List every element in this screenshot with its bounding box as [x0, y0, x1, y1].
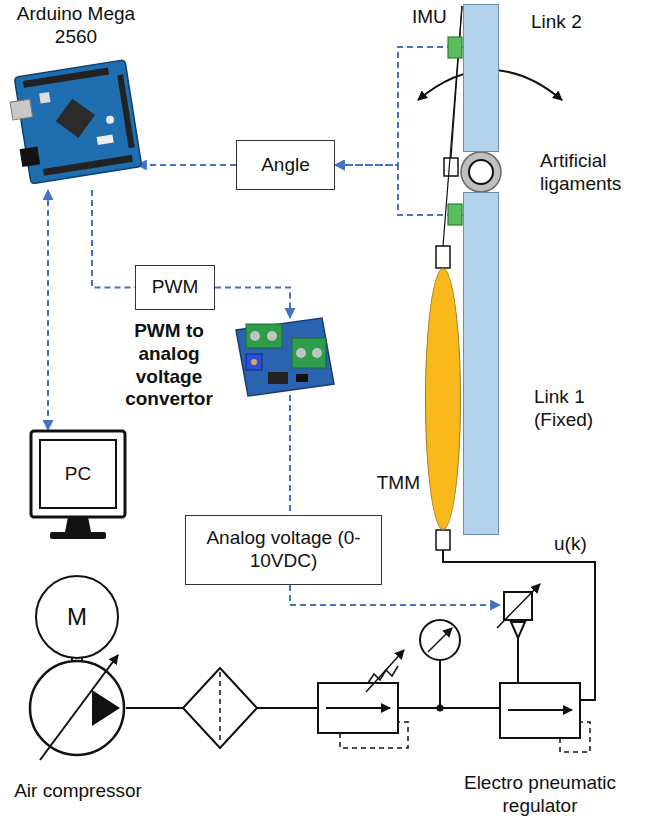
sensor-label: IMU	[412, 6, 462, 29]
pump-circle	[30, 661, 124, 755]
convertor-module: PWM to analog voltage convertor	[235, 318, 335, 395]
pump-triangle	[92, 690, 120, 726]
junction-dot	[437, 705, 444, 712]
potentiometer-knob	[251, 359, 257, 365]
muscle-actuator: TMM	[425, 268, 461, 530]
actuator-triangle	[511, 622, 525, 638]
pin-header	[23, 68, 109, 88]
gauge-needle	[428, 628, 452, 652]
part-label: TMM	[368, 472, 420, 495]
part-label: PWM to analog voltage convertor	[109, 320, 229, 411]
actuator-stem	[517, 638, 519, 683]
compressor-symbol	[30, 655, 124, 760]
gauge-line	[439, 660, 441, 708]
part-label: Arduino Mega 2560	[15, 3, 137, 49]
signal-box: PWM	[135, 265, 215, 310]
usb-port	[10, 99, 33, 120]
node-label: Angle	[261, 154, 310, 177]
variable-arrow	[40, 655, 118, 760]
signal-line	[215, 288, 290, 319]
signal-line	[289, 395, 291, 515]
board-pcb	[14, 60, 142, 184]
monitor-screen	[40, 440, 116, 508]
flow-arrow	[326, 707, 390, 709]
muscle-end-cap	[436, 530, 450, 550]
controller-board: Arduino Mega 2560	[15, 55, 137, 190]
pc-monitor: PC	[30, 430, 126, 518]
terminal-screw	[267, 331, 277, 341]
muscle-end-cap	[436, 246, 450, 268]
ligament-ring	[461, 152, 501, 192]
signal-line	[137, 164, 236, 166]
monitor-neck	[65, 517, 91, 532]
pilot-line	[560, 722, 590, 752]
signal-line	[335, 47, 463, 165]
board-pcb	[236, 318, 334, 396]
terminal-screw	[250, 331, 260, 341]
filter-element	[219, 672, 221, 744]
valve-body	[318, 683, 398, 733]
terminal-screw	[296, 348, 306, 358]
terminal-block	[292, 338, 326, 368]
power-jack	[20, 147, 41, 168]
electro-pneumatic-regulator: Electro pneumatic regulator	[500, 588, 580, 750]
flow-arrow	[508, 709, 572, 711]
part-label: Link 1 (Fixed)	[534, 386, 634, 432]
part-label: Electro pneumatic regulator	[435, 772, 645, 818]
reset-button	[39, 92, 50, 103]
node-label: Analog voltage (0-10VDC)	[196, 527, 371, 573]
motor-circle: M	[35, 575, 119, 659]
monitor-bezel	[31, 431, 125, 517]
electro-regulator-symbol	[497, 584, 590, 752]
convertor-board	[236, 318, 334, 396]
node-label: M	[67, 603, 87, 632]
signal-line	[47, 190, 49, 430]
arduino-board	[6, 60, 141, 185]
spring	[368, 666, 398, 683]
signal-box: Angle	[236, 140, 335, 190]
valve-body	[500, 683, 580, 738]
signal-line	[92, 190, 135, 288]
part-label: Link 2	[531, 11, 611, 34]
monitor-base	[50, 532, 106, 539]
signal-label: u(k)	[552, 533, 589, 556]
adjust-arrow	[366, 650, 404, 692]
pin-header	[43, 155, 133, 176]
board-component	[97, 135, 114, 145]
part-label: Air compressor	[3, 780, 153, 803]
filter-diamond	[183, 668, 257, 748]
filter-symbol	[183, 668, 257, 748]
part-label: Artificial ligaments	[540, 150, 645, 196]
terminal-block	[246, 324, 282, 348]
signal-box: Analog voltage (0-10VDC)	[185, 515, 382, 585]
pressure-regulator-symbol	[318, 650, 408, 748]
air-compressor: Air compressorM	[28, 572, 126, 762]
board-component	[105, 115, 114, 124]
potentiometer	[246, 354, 262, 370]
gauge-dial	[420, 620, 460, 660]
microcontroller-chip	[56, 99, 95, 138]
link-bar: Link 1 (Fixed)	[463, 192, 499, 535]
jumper	[296, 374, 308, 382]
pressure-gauge	[420, 620, 460, 712]
air-line	[443, 530, 595, 700]
signal-line	[290, 585, 500, 605]
pc-monitor	[31, 431, 125, 539]
terminal-screw	[312, 348, 322, 358]
link-bar: Link 2	[463, 4, 499, 152]
node-label: PC	[65, 463, 91, 486]
ligament-anchor	[444, 158, 458, 176]
tendon-line	[443, 6, 462, 246]
joint-pin	[469, 160, 493, 184]
pilot-line	[340, 722, 408, 748]
imu-sensor	[448, 204, 462, 225]
imu-sensor	[448, 37, 462, 58]
ic-chip	[268, 372, 288, 384]
node-label: PWM	[152, 276, 198, 299]
pin-header	[117, 74, 135, 148]
